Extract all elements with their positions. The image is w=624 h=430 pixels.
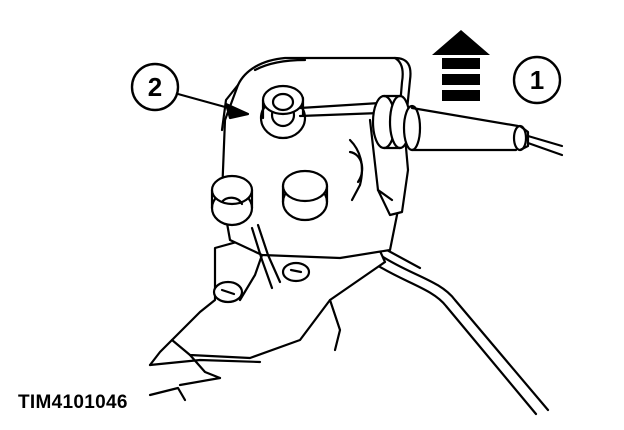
callout-1-marker <box>512 55 562 105</box>
cable-sheath <box>371 94 564 157</box>
linkage-rods <box>370 247 550 416</box>
figure-id-label: TIM4101046 <box>18 392 128 413</box>
pivot-bolt-lower-left <box>210 174 254 227</box>
small-rivet <box>212 261 311 304</box>
inner-cable-wire <box>298 101 382 118</box>
pointer-arrowhead <box>224 102 250 120</box>
mounting-plate <box>148 233 387 402</box>
cable-end-fitting <box>259 84 307 140</box>
pivot-bolt-center <box>281 169 329 222</box>
linkage-lever <box>250 150 364 290</box>
up-arrow-icon <box>432 30 490 101</box>
callout-1-number: 1 <box>530 65 544 95</box>
callout-2-number: 2 <box>148 72 162 102</box>
